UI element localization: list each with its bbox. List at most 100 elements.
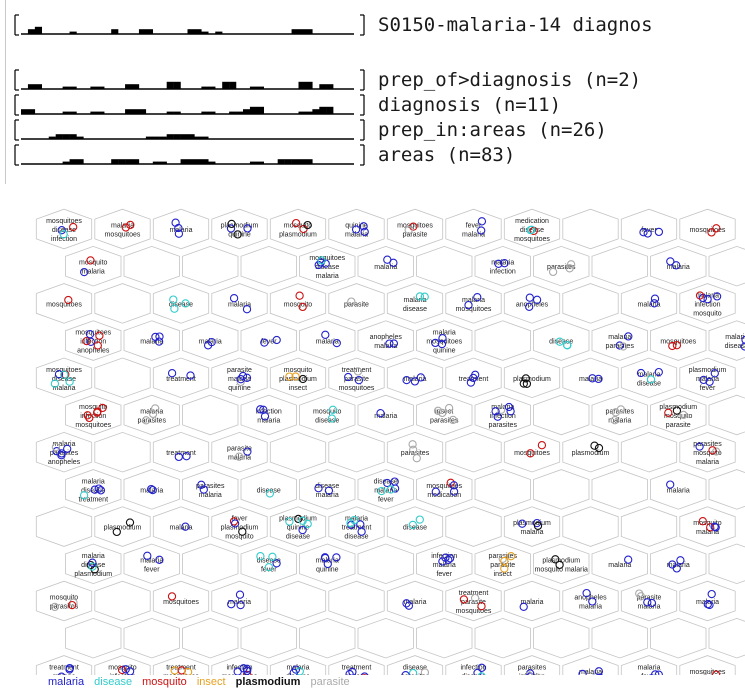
hex-cell [562, 506, 619, 547]
hex-cell: malaria [152, 208, 210, 250]
hex-term: parasite [344, 301, 369, 308]
hex-term: parasites [489, 553, 518, 560]
hex-outline [591, 469, 648, 510]
hex-term: mosquito [79, 404, 108, 411]
hex-outline [123, 617, 180, 659]
hex-term: malaria [53, 385, 76, 392]
hex-outline [65, 320, 122, 361]
hex-term: malaria [638, 664, 661, 671]
hex-term: plasmodium [279, 516, 317, 523]
hex-outline [445, 283, 502, 324]
hex-cell: malaria [357, 394, 414, 436]
hex-occurrence-marker [69, 222, 78, 232]
hex-outline [152, 506, 210, 547]
hex-occurrence-marker [525, 302, 534, 311]
hex-term: disease [549, 339, 573, 346]
hex-outline [211, 431, 268, 473]
hex-occurrence-marker [183, 667, 193, 675]
hex-occurrence-marker [741, 335, 745, 345]
hex-term: disease [315, 483, 339, 490]
hex-outline [123, 320, 180, 361]
hex-occurrence-marker [402, 375, 411, 385]
hex-outline [562, 580, 619, 622]
sparkline-bar [180, 134, 188, 139]
hex-term: mosquitoes [690, 227, 726, 234]
hex-occurrence-marker [594, 374, 603, 384]
hex-occurrence-marker [473, 293, 482, 302]
hex-outline [503, 506, 561, 547]
hex-term: mosquito [693, 450, 722, 457]
hex-occurrence-marker [186, 371, 195, 380]
hex-outline [679, 580, 736, 622]
hex-cell: malaria [357, 245, 414, 287]
sparkline-bar [326, 106, 334, 114]
hex-occurrence-marker [291, 372, 300, 381]
hex-cell [591, 469, 648, 510]
hex-outline [533, 320, 590, 361]
hex-occurrence-marker [431, 338, 440, 348]
sparkline-bar [55, 134, 63, 139]
hex-occurrence-marker [321, 330, 330, 339]
hex-occurrence-marker [170, 304, 179, 313]
hex-occurrence-marker [420, 292, 429, 301]
hex-cell: fever [620, 208, 678, 250]
hex-outline [94, 283, 151, 324]
hex-cell: parasites [386, 431, 444, 473]
hex-term: malaria [257, 418, 280, 425]
hex-outline [474, 617, 531, 659]
hex-occurrence-marker [298, 525, 307, 535]
sparkline-bar [298, 111, 306, 114]
hex-term: parasites [430, 418, 459, 425]
hex-occurrence-marker [708, 446, 717, 455]
hex-cell: malaria [386, 580, 444, 622]
hex-occurrence-marker [506, 407, 515, 416]
hex-term: treatment [166, 664, 196, 671]
hex-cell: treatment [445, 357, 502, 399]
hex-occurrence-marker [50, 379, 60, 388]
hex-outline [445, 506, 502, 547]
hex-term: quinine [287, 525, 310, 532]
hex-occurrence-marker [359, 222, 368, 231]
hex-occurrence-marker [121, 223, 130, 232]
hex-outline [416, 320, 473, 361]
sparkline-bar [187, 29, 195, 34]
hex-occurrence-marker [236, 600, 245, 610]
hex-term: malaria [433, 562, 456, 569]
hex-outline [152, 655, 210, 675]
hex-outline [416, 394, 473, 436]
hex-occurrence-marker [256, 405, 265, 414]
hex-term: insect [435, 409, 453, 416]
hex-cell [416, 617, 473, 659]
sparkline-bar [132, 84, 140, 89]
sparkline-bar [69, 86, 77, 89]
hex-term: malaria [228, 455, 251, 462]
hex-outline [679, 283, 736, 324]
hex-cell [269, 431, 327, 473]
hex-occurrence-marker [112, 527, 121, 537]
hex-outline [357, 320, 414, 361]
hex-occurrence-marker [148, 485, 157, 495]
legend-parasite: parasite [310, 676, 350, 688]
hex-term: treatment [459, 376, 489, 383]
hex-outline [503, 283, 561, 324]
hex-occurrence-marker [125, 518, 135, 527]
hex-term: disease [286, 534, 310, 541]
hex-outline [708, 245, 745, 287]
hex-outline [182, 394, 239, 436]
sparkline-bar [76, 159, 84, 164]
hex-term: disease [257, 487, 281, 494]
hex-occurrence-marker [548, 267, 558, 277]
hex-cell: disease [152, 283, 210, 324]
hex-outline [533, 394, 590, 436]
hex-outline [650, 245, 707, 287]
hex-occurrence-marker [466, 378, 476, 387]
hex-cell: malaria [211, 283, 268, 324]
hex-outline [328, 655, 385, 675]
